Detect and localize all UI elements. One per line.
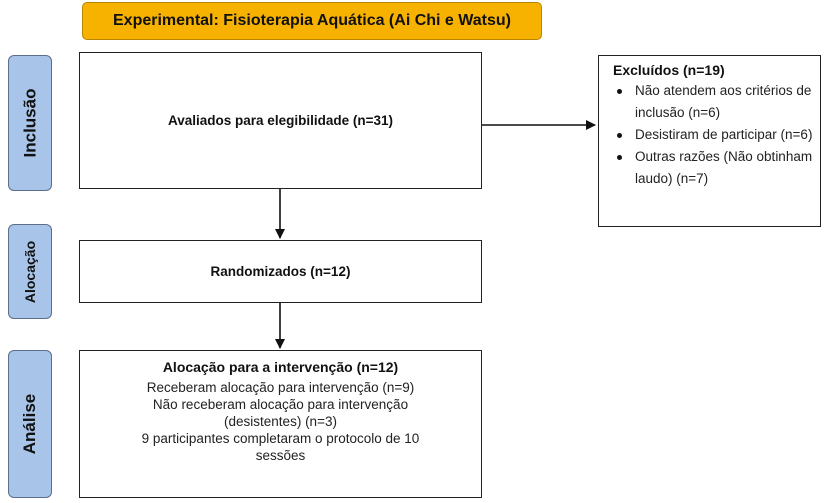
- eligibility-text: Avaliados para elegibilidade (n=31): [168, 113, 393, 128]
- side-tab-alocacao: Alocação: [8, 224, 52, 319]
- excluded-item: Não atendem aos critérios de inclusão (n…: [613, 80, 820, 124]
- excluded-item: Desistiram de participar (n=6): [613, 124, 820, 146]
- allocation-box: Alocação para a intervenção (n=12) Receb…: [79, 350, 482, 498]
- randomized-text: Randomizados (n=12): [210, 264, 351, 279]
- excluded-item: Outras razões (Não obtinham laudo) (n=7): [613, 146, 820, 190]
- side-tab-analise: Análise: [8, 350, 52, 498]
- allocation-line: Não receberam alocação para intervenção …: [152, 397, 409, 429]
- excluded-list: Não atendem aos critérios de inclusão (n…: [599, 80, 820, 190]
- allocation-head: Alocação para a intervenção (n=12): [162, 359, 399, 375]
- eligibility-box: Avaliados para elegibilidade (n=31): [79, 52, 482, 189]
- title-box: Experimental: Fisioterapia Aquática (Ai …: [82, 2, 542, 40]
- excluded-title: Excluídos (n=19): [613, 62, 725, 78]
- allocation-line: 9 participantes completaram o protocolo …: [141, 431, 420, 463]
- excluded-box: Excluídos (n=19) Não atendem aos critéri…: [598, 55, 821, 227]
- allocation-line: Receberam alocação para intervenção (n=9…: [146, 380, 415, 395]
- side-tab-inclusao: Inclusão: [8, 55, 52, 191]
- randomized-box: Randomizados (n=12): [79, 240, 482, 303]
- title-text: Experimental: Fisioterapia Aquática (Ai …: [113, 12, 511, 29]
